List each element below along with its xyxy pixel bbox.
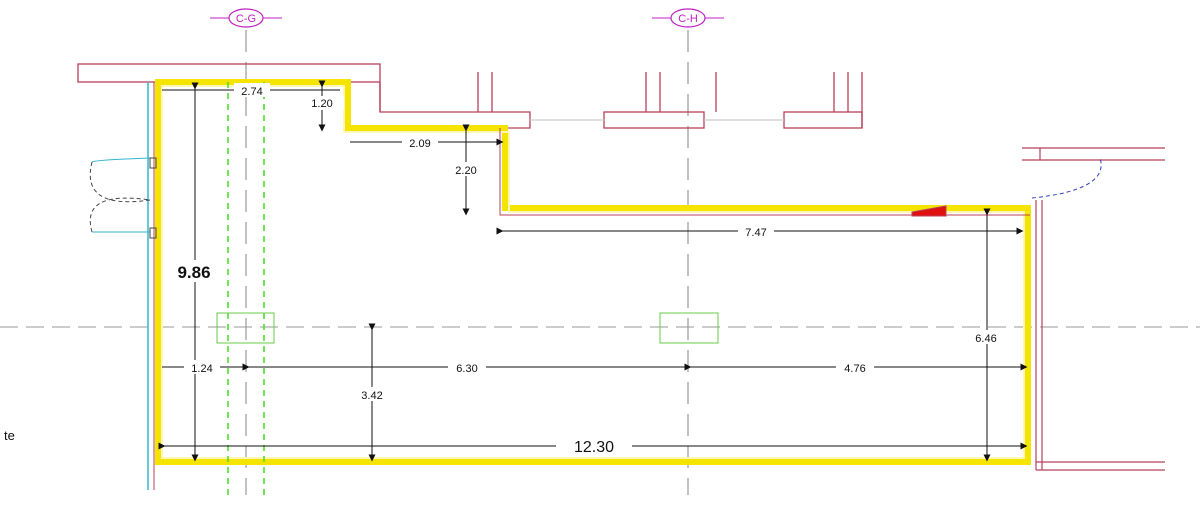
axis-tag-cg: C-G <box>210 8 282 28</box>
dim-label-4-76: 4.76 <box>844 363 865 375</box>
dim-label-1-20: 1.20 <box>311 98 332 110</box>
left-door-openings <box>89 157 157 239</box>
column-box-cg <box>216 312 275 344</box>
beam-dashed <box>227 82 265 495</box>
dim-label-2-20: 2.20 <box>455 165 476 177</box>
door-swing-right <box>1031 157 1102 199</box>
dim-label-7-47: 7.47 <box>745 227 766 239</box>
room-outline <box>155 79 1031 465</box>
side-text: te <box>4 428 15 443</box>
axis-label-ch: C-H <box>678 13 698 25</box>
right-wall <box>1022 147 1165 471</box>
dim-label-1-24: 1.24 <box>191 363 212 375</box>
dim-label-12-30: 12.30 <box>574 439 614 456</box>
dim-label-2-09: 2.09 <box>409 138 430 150</box>
dim-label-9-86: 9.86 <box>177 263 210 282</box>
dim-label-2-74: 2.74 <box>241 86 262 98</box>
top-wall <box>77 63 863 129</box>
axis-label-cg: C-G <box>236 13 256 25</box>
axis-tag-ch: C-H <box>652 8 724 28</box>
dim-label-6-46: 6.46 <box>975 333 996 345</box>
dim-label-3-42: 3.42 <box>361 390 382 402</box>
red-marker <box>911 205 947 217</box>
left-wall <box>147 82 155 490</box>
dim-label-6-30: 6.30 <box>456 363 477 375</box>
column-box-ch <box>659 312 719 344</box>
